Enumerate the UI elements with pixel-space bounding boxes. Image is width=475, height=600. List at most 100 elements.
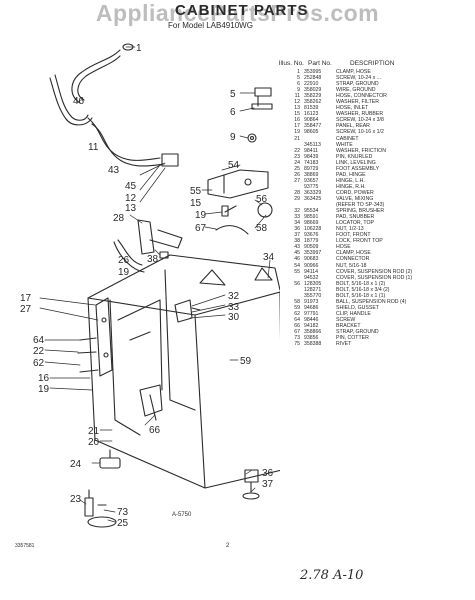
part-number: 90966	[304, 262, 319, 269]
callout-15: 15	[190, 198, 202, 209]
part-description: CABINET	[336, 135, 359, 142]
callout-55: 55	[190, 186, 202, 197]
part-number: 94532	[304, 274, 319, 281]
part-number: 98591	[304, 214, 319, 221]
callout-30: 30	[228, 312, 240, 323]
leader-lines	[39, 46, 271, 523]
part-number: 252848	[304, 75, 322, 82]
callout-9: 9	[230, 132, 236, 143]
part-description: RIVET	[336, 341, 352, 348]
callout-26: 26	[118, 255, 130, 266]
callout-56: 56	[256, 194, 268, 205]
illus-no: 64	[294, 316, 300, 323]
part-description: SHIELD, GUSSET	[336, 304, 379, 311]
illus-no: 66	[294, 322, 300, 329]
top-small-parts	[247, 87, 273, 143]
illus-no: 56	[294, 280, 300, 287]
part-description: CLIP, HANDLE	[336, 310, 371, 317]
part-description: BOLT, 5/16-18 x 1 (2)	[336, 280, 386, 287]
part-number: 18779	[304, 238, 319, 245]
part-number: 358388	[304, 341, 322, 348]
illus-no: 45	[294, 250, 300, 257]
part-description: PANEL, REAR	[336, 123, 370, 130]
part-number: 106228	[304, 226, 322, 233]
illus-no: 12	[294, 99, 300, 106]
illus-no: 15	[294, 111, 300, 118]
illus-no: 58	[294, 298, 300, 305]
callout-62: 62	[33, 358, 45, 369]
part-number: 358477	[304, 123, 322, 130]
callout-59: 59	[240, 356, 252, 367]
part-number: 91973	[304, 298, 319, 305]
parts-row: 38 18779 LOCK, FRONT TOP	[278, 238, 474, 244]
part-description: HOSE, CONNECTOR	[336, 93, 387, 100]
part-number: 74183	[304, 159, 319, 166]
part-number: 93657	[304, 177, 319, 184]
document-number: 3357581	[15, 543, 35, 549]
illus-no: 5	[297, 75, 300, 82]
callout-58: 58	[256, 223, 268, 234]
callout-45: 45	[125, 181, 137, 192]
part-description: COVER, SUSPENSION ROD (1)	[336, 274, 413, 281]
part-description: HINGE, L.H.	[336, 177, 365, 184]
illus-no: 1	[297, 69, 300, 75]
model-line: For Model LAB4910WG	[168, 21, 253, 30]
part-description: LOCATOR, TOP	[336, 220, 374, 227]
illus-no: 28	[294, 189, 300, 196]
part-description: HINGE, R.H.	[336, 183, 366, 190]
leveling-feet	[99, 449, 260, 500]
part-description: LINK, LEVELING	[336, 159, 376, 166]
callout-16: 16	[38, 373, 50, 384]
illus-no: 25	[294, 165, 300, 172]
part-number: 94182	[304, 322, 319, 329]
illus-no: 54	[294, 262, 300, 269]
part-description: PAD, HINGE	[336, 171, 366, 178]
part-number: 345113	[304, 141, 321, 148]
illus-no: 32	[294, 208, 300, 215]
part-number: 353995	[304, 69, 322, 75]
illus-no: 17	[294, 123, 300, 130]
illus-no: 21	[294, 135, 300, 142]
hose-assembly	[49, 43, 179, 167]
part-description: WIRE, GROUND	[336, 87, 376, 94]
part-number: 22910	[304, 81, 319, 88]
illus-no: 38	[294, 238, 300, 245]
callout-22: 22	[33, 346, 45, 357]
illus-no: 43	[294, 244, 300, 251]
part-description: CONNECTOR	[336, 256, 370, 263]
callout-33: 33	[228, 302, 240, 313]
callout-19a: 19	[195, 210, 207, 221]
part-number: 128271	[304, 286, 322, 293]
part-description: WASHER, FILTER	[336, 99, 379, 106]
part-description: WASHER, FRICTION	[336, 147, 386, 154]
suspension-brace	[207, 169, 273, 235]
part-description: FOOT, FRONT	[336, 232, 371, 239]
callout-11: 11	[88, 142, 99, 153]
part-description: SCREW	[336, 316, 356, 323]
callout-32: 32	[228, 291, 240, 302]
illus-no: 33	[294, 214, 300, 221]
illus-no: 67	[294, 329, 300, 336]
part-number: 358029	[304, 87, 322, 94]
illus-no: 75	[294, 341, 300, 348]
callout-28: 28	[113, 213, 125, 224]
part-description: STRAP, GROUND	[336, 329, 379, 336]
illus-no: 11	[294, 93, 300, 100]
callout-13: 13	[125, 203, 137, 214]
part-description: LOCK, FRONT TOP	[336, 238, 383, 245]
part-description: SCREW, 10-24 x 3/8	[336, 117, 384, 124]
illus-no: 9	[297, 87, 300, 94]
parts-list-header: Illus. No. Part No. DESCRIPTION	[278, 60, 474, 67]
